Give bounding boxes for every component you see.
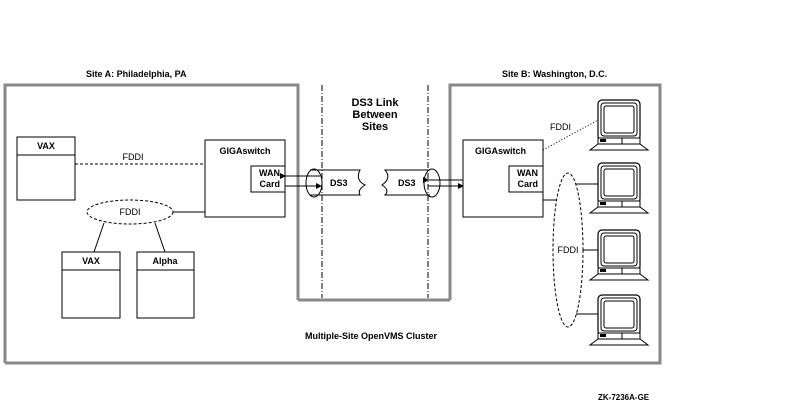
wan-card-b-line1: WAN <box>517 168 538 178</box>
fddi-ring-a-label: FDDI <box>120 207 141 217</box>
cluster-label: Multiple-Site OpenVMS Cluster <box>305 331 438 341</box>
wan-card-a <box>250 165 286 193</box>
wan-card-b <box>508 165 544 193</box>
gigaswitch-b: GIGAswitch WAN Card <box>462 139 544 218</box>
link-title-2: Between <box>352 109 398 121</box>
site-b-frame <box>448 83 662 365</box>
ds3-right-label: DS3 <box>398 178 416 188</box>
alpha-label: Alpha <box>152 256 178 266</box>
vax-node-top: VAX <box>16 136 76 201</box>
wan-card-a-line2: Card <box>259 179 280 189</box>
workstation-icon-3 <box>589 229 649 281</box>
gigaswitch-a: GIGAswitch WAN Card <box>204 139 286 218</box>
vax-top-label: VAX <box>37 141 55 151</box>
site-b-title: Site B: Washington, D.C. <box>502 69 607 79</box>
ds3-cable-right: DS3 <box>381 168 464 198</box>
vax-node-bottom: VAX <box>61 251 121 319</box>
ds3-cable-left: DS3 <box>280 168 367 198</box>
workstation-icon-4 <box>589 294 649 346</box>
link-title-1: DS3 Link <box>351 97 399 109</box>
link-title-3: Sites <box>362 121 388 133</box>
site-a-frame <box>3 83 450 365</box>
gigaswitch-a-label: GIGAswitch <box>219 146 270 156</box>
vax-bottom-label: VAX <box>82 256 100 266</box>
ring-to-vax <box>93 222 105 253</box>
alpha-node: Alpha <box>136 251 195 319</box>
workstation-icon-2 <box>589 162 649 214</box>
ring-to-alpha <box>154 222 166 253</box>
site-a-title: Site A: Philadelphia, PA <box>86 69 187 79</box>
gigaswitch-b-label: GIGAswitch <box>475 146 526 156</box>
wan-card-a-line1: WAN <box>259 168 280 178</box>
workstation-icon-1 <box>589 99 649 151</box>
fddi-link-a-label: FDDI <box>123 152 144 162</box>
figure-id: ZK-7236A-GE <box>598 393 650 402</box>
fddi-ring-b-label: FDDI <box>558 245 579 255</box>
wan-card-b-line2: Card <box>517 179 538 189</box>
fddi-link-b-label: FDDI <box>550 122 571 132</box>
ds3-left-label: DS3 <box>330 178 348 188</box>
